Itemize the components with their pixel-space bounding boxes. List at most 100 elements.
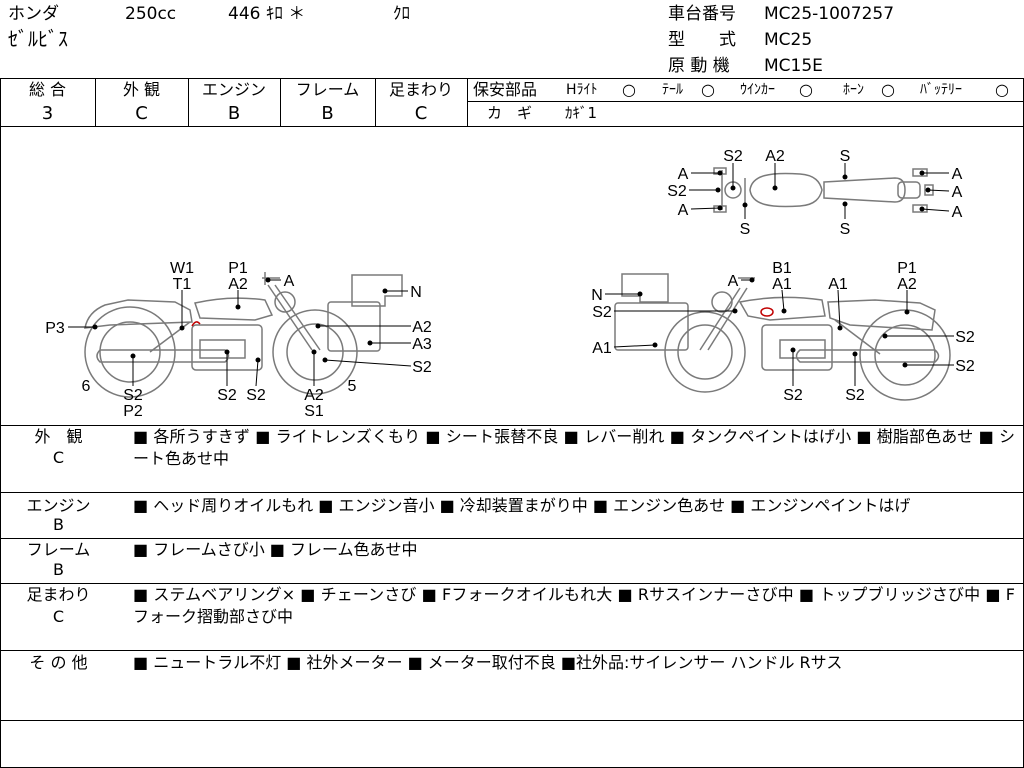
damage-dot bbox=[235, 304, 241, 310]
type-value: MC25 bbox=[764, 30, 813, 50]
red-damage-mark bbox=[191, 321, 201, 327]
grade-divider bbox=[188, 78, 189, 126]
diagram-label: A2 bbox=[412, 319, 432, 336]
damage-dot bbox=[130, 353, 136, 359]
grade-overall: 総 合 3 bbox=[0, 78, 95, 126]
damage-dot bbox=[265, 277, 271, 283]
safety-item-horn: ﾎｰﾝ bbox=[843, 82, 864, 98]
leader-line bbox=[837, 289, 841, 329]
grade-value: B bbox=[227, 103, 241, 124]
damage-dot bbox=[842, 174, 848, 180]
windscreen-box bbox=[351, 274, 403, 307]
diagram-label: S2 bbox=[723, 148, 743, 165]
bike-left-view bbox=[84, 272, 403, 398]
damage-dot bbox=[904, 309, 910, 315]
fuel-tank bbox=[194, 297, 274, 321]
diagram-label: S2 bbox=[955, 358, 975, 375]
rear-wheel bbox=[859, 309, 951, 401]
damage-dot bbox=[311, 349, 317, 355]
seat bbox=[823, 177, 906, 203]
diagram-label: A3 bbox=[412, 336, 432, 353]
grade-divider bbox=[467, 78, 468, 126]
front-fork bbox=[699, 287, 741, 351]
cylinder bbox=[779, 339, 826, 359]
diagram-label: 5 bbox=[348, 378, 357, 395]
diagram-label: A bbox=[952, 166, 963, 183]
diagram-label: A bbox=[284, 273, 295, 290]
bike-right-view bbox=[614, 273, 951, 401]
damage-dot bbox=[919, 170, 925, 176]
seat bbox=[827, 299, 936, 331]
damage-diagram: S2 A2 S A S2 A S S A A A W1 bbox=[45, 148, 975, 420]
diagram-label: 6 bbox=[82, 378, 91, 395]
diagram-label: S2 bbox=[667, 183, 687, 200]
row-divider bbox=[0, 492, 1024, 493]
damage-dot bbox=[925, 187, 931, 193]
type-label: 型 式 bbox=[668, 30, 736, 50]
diagram-label: N bbox=[591, 287, 603, 304]
damage-dot bbox=[179, 325, 185, 331]
safety-mark: ○ bbox=[881, 80, 895, 99]
diagram-label: A bbox=[728, 273, 739, 290]
front-rim bbox=[677, 324, 733, 380]
muffler bbox=[795, 349, 940, 363]
diagram-label: S bbox=[840, 221, 851, 238]
note-label: 足まわり bbox=[26, 585, 91, 604]
diagram-label: P2 bbox=[123, 403, 143, 420]
engine-model-label: 原 動 機 bbox=[668, 56, 730, 76]
diagram-label: A2 bbox=[228, 276, 248, 293]
top-view-annotations: S2 A2 S A S2 A S S A A A bbox=[667, 148, 962, 238]
safety-item-winker: ｳｲﾝｶｰ bbox=[740, 82, 775, 98]
note-text: ■ 各所うすきず ■ ライトレンズくもり ■ シート張替不良 ■ レバー削れ ■… bbox=[133, 427, 1015, 468]
note-label: エンジン bbox=[26, 496, 91, 515]
safety-mark: ○ bbox=[622, 80, 636, 99]
damage-dot bbox=[749, 277, 755, 283]
leader-line bbox=[255, 359, 259, 387]
diagram-label: A1 bbox=[592, 340, 612, 357]
damage-dot bbox=[92, 324, 98, 330]
damage-dot bbox=[919, 206, 925, 212]
rear-fender bbox=[897, 181, 921, 199]
diagram-label: N bbox=[410, 284, 422, 301]
color: ｸﾛ bbox=[393, 4, 410, 24]
diagram-label: S2 bbox=[592, 304, 612, 321]
headlight bbox=[274, 291, 296, 313]
row-divider bbox=[0, 650, 1024, 651]
model-name: ｾﾞﾙﾋﾞｽ bbox=[8, 27, 68, 51]
diagram-label: S2 bbox=[845, 387, 865, 404]
safety-item-headlight: Hﾗｲﾄ bbox=[566, 82, 598, 98]
diagram-label: S1 bbox=[304, 403, 324, 420]
note-grade: B bbox=[53, 560, 64, 579]
damage-dot bbox=[837, 325, 843, 331]
seat bbox=[84, 299, 193, 329]
diagram-label: S2 bbox=[783, 387, 803, 404]
note-text: ■ ニュートラル不灯 ■ 社外メーター ■ メーター取付不良 ■社外品:サイレン… bbox=[133, 653, 843, 672]
note-text: ■ ヘッド周りオイルもれ ■ エンジン音小 ■ 冷却装置まがり中 ■ エンジン色… bbox=[133, 496, 911, 515]
note-text: ■ ステムベアリング× ■ チェーンさび ■ Fフォークオイルもれ大 ■ Rサス… bbox=[133, 585, 1015, 626]
grade-label: 外 観 bbox=[122, 80, 161, 99]
note-row-frame: フレーム B ■ フレームさび小 ■ フレーム色あせ中 bbox=[0, 538, 1024, 583]
cylinder bbox=[199, 339, 246, 359]
note-label: そ の 他 bbox=[29, 653, 88, 672]
key-label: カ ギ bbox=[487, 104, 533, 122]
front-fork bbox=[707, 287, 748, 351]
leader-line bbox=[921, 208, 950, 212]
note-row-other: そ の 他 ■ ニュートラル不灯 ■ 社外メーター ■ メーター取付不良 ■社外… bbox=[0, 650, 1024, 720]
diagram-label: A2 bbox=[765, 148, 785, 165]
engine bbox=[761, 324, 833, 371]
leader-line bbox=[613, 344, 656, 348]
grade-value: C bbox=[135, 103, 148, 124]
note-row-exterior: 外 観 C ■ 各所うすきず ■ ライトレンズくもり ■ シート張替不良 ■ レ… bbox=[0, 425, 1024, 492]
damage-dot bbox=[842, 201, 848, 207]
diagram-label: W1 bbox=[170, 260, 194, 277]
damage-dot bbox=[652, 342, 658, 348]
grade-divider bbox=[375, 78, 376, 126]
note-text: ■ フレームさび小 ■ フレーム色あせ中 bbox=[133, 540, 418, 559]
damage-dot bbox=[882, 333, 888, 339]
swingarm bbox=[834, 319, 881, 355]
leader-line bbox=[781, 289, 785, 312]
grade-value: C bbox=[414, 103, 428, 124]
damage-dot bbox=[772, 185, 778, 191]
damage-dot bbox=[902, 362, 908, 368]
fuel-tank bbox=[749, 172, 823, 208]
